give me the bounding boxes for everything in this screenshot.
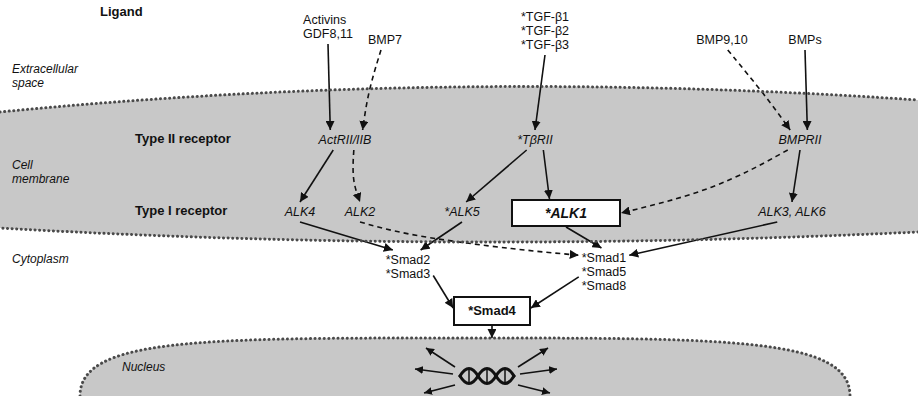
- co-smad-box-text: *Smad4: [468, 304, 516, 318]
- transcription-arrow: [415, 369, 453, 374]
- signal-arrow: [531, 277, 579, 308]
- nucleus: Nucleus: [80, 338, 850, 396]
- type-i-receptor-box: *ALK1: [511, 199, 621, 227]
- ligand: *TGF-β1*TGF-β2*TGF-β3: [518, 7, 572, 55]
- signal-arrow: [543, 150, 549, 199]
- signal-arrow: [792, 150, 800, 202]
- type-ii-receptor: *TβRII: [514, 130, 556, 150]
- r-smad: *Smad2*Smad3: [383, 250, 433, 284]
- type-i-receptor-text: ALK4: [285, 205, 316, 219]
- signal-arrow: [805, 50, 807, 130]
- nucleus-border: [80, 338, 850, 396]
- ligand: BMP9,10: [693, 30, 750, 50]
- ligand: BMPs: [785, 30, 824, 50]
- type-i-receptor: ALK3, ALK6: [755, 202, 829, 222]
- co-smad-box: *Smad4: [453, 296, 531, 326]
- dna-helix: [460, 369, 514, 384]
- signal-arrow: [466, 150, 527, 202]
- cell-membrane-outline: [0, 78, 918, 250]
- transcription-arrow: [520, 369, 557, 374]
- ligand-text: *TGF-β1: [521, 10, 569, 24]
- r-smad: *Smad1*Smad5*Smad8: [579, 248, 629, 296]
- signal-arrow: [328, 44, 330, 130]
- signal-arrow: [491, 326, 493, 338]
- cell-membrane: Cell membrane ActRII/IIB *TβRII BMPRII ALK4 A…: [0, 78, 918, 250]
- signal-arrow: [353, 150, 360, 202]
- membrane-band: [0, 87, 918, 243]
- type-ii-receptor: ActRII/IIB: [316, 130, 375, 150]
- signal-arrow: [300, 222, 393, 250]
- nucleus-fill: [80, 338, 850, 396]
- signal-arrow: [728, 50, 790, 130]
- signal-arrow: [421, 222, 462, 250]
- ligand-text: *TGF-β3: [521, 38, 569, 52]
- type-i-receptor: ALK2: [342, 202, 379, 222]
- dna-rung: [468, 370, 470, 382]
- transcription-arrow: [426, 348, 455, 367]
- cell-membrane-text: Cell membrane: [12, 158, 69, 186]
- dna-rung: [504, 370, 506, 382]
- signal-arrow: [566, 227, 601, 248]
- type-i-receptor-text: ALK3, ALK6: [758, 205, 826, 219]
- ligand-text: BMP9,10: [696, 33, 747, 47]
- signal-arrow: [629, 222, 777, 255]
- type-ii-receptor-text: BMPRII: [778, 133, 821, 147]
- r-smad-text: *Smad3: [386, 267, 430, 281]
- type-i-receptor: ALK4: [282, 202, 319, 222]
- dna-strand: [460, 369, 514, 384]
- region-label: Cytoplasm: [12, 252, 69, 266]
- transcription-arrow: [518, 348, 548, 367]
- dna-strand: [460, 369, 514, 384]
- r-smad-text: *Smad8: [582, 279, 626, 293]
- region-label: Extracellular space: [12, 62, 78, 90]
- cell-membrane-border: [0, 87, 918, 243]
- signal-arrow: [433, 276, 453, 309]
- dna-rung: [486, 370, 488, 382]
- ligand-text: BMPs: [788, 33, 821, 47]
- ligand-text: Activins GDF8,11: [303, 13, 353, 41]
- signal-arrow: [300, 150, 333, 202]
- nucleus-text: Nucleus: [122, 360, 892, 374]
- ligand: Activins GDF8,11: [300, 10, 356, 44]
- ligand-text: BMP7: [368, 33, 402, 47]
- type-ii-receptor-text: *TβRII: [517, 133, 553, 147]
- type-i-receptor-box-text: *ALK1: [545, 206, 587, 220]
- r-smad-text: *Smad5: [582, 265, 626, 279]
- nucleus-outline: [80, 338, 850, 396]
- ligand-text: *TGF-β2: [521, 24, 569, 38]
- axis-heading: Ligand: [100, 5, 143, 19]
- type-i-receptor-text: *ALK5: [444, 205, 479, 219]
- signal-arrow: [535, 55, 545, 130]
- r-smad-text: *Smad2: [386, 253, 430, 267]
- ligand: BMP7: [365, 30, 405, 50]
- row-heading: Type I receptor: [135, 204, 227, 218]
- transcription-arrow: [424, 385, 455, 393]
- signal-arrow: [621, 150, 788, 213]
- type-i-receptor: *ALK5: [441, 202, 482, 222]
- type-ii-receptor: BMPRII: [775, 130, 824, 150]
- transcription-arrow: [518, 385, 550, 393]
- type-i-receptor-text: ALK2: [345, 205, 376, 219]
- r-smad-text: *Smad1: [582, 251, 626, 265]
- transcription-arrows: [415, 348, 557, 393]
- row-heading: Type II receptor: [135, 132, 231, 146]
- type-ii-receptor-text: ActRII/IIB: [319, 133, 372, 147]
